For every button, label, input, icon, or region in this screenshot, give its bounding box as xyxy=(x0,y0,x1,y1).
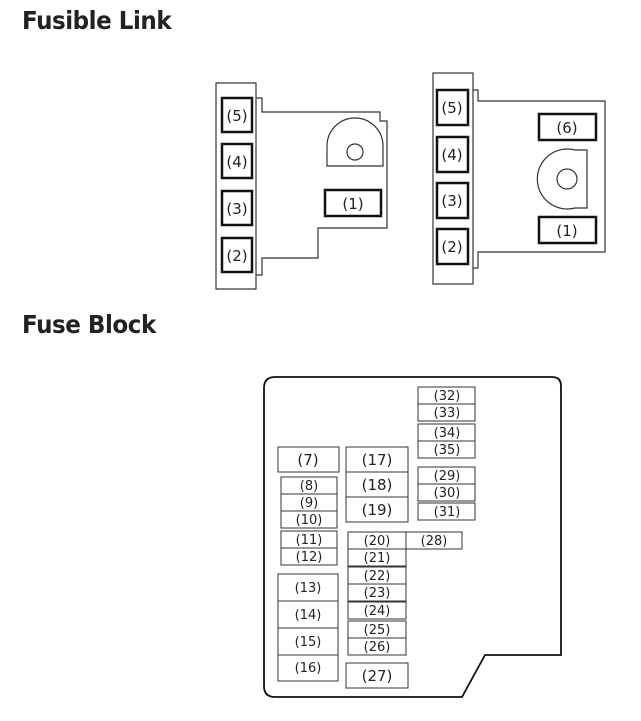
stud-hole-icon xyxy=(556,168,578,190)
slot-label: (10) xyxy=(296,513,323,528)
slot-label: (2) xyxy=(441,238,462,256)
fuse-slot xyxy=(435,88,470,127)
fuse-slot xyxy=(417,483,476,502)
slot-label: (1) xyxy=(556,222,577,240)
fuse-block-left-column xyxy=(277,446,340,682)
fuse-slot xyxy=(280,510,338,529)
terminal-edge xyxy=(575,149,588,209)
fuse-slot xyxy=(280,547,338,566)
fuse-slot xyxy=(435,135,470,174)
fusible-link-left-slots: (5) (4) (3) (2) (1) xyxy=(220,96,383,274)
slot-label: (34) xyxy=(434,426,461,441)
stud-hole-icon xyxy=(346,143,364,161)
fusible-link-body xyxy=(256,97,388,276)
fuse-slot xyxy=(435,181,470,220)
fuse-block-middle-labels: (17) (18) (19) (20) (21) (22) (23) (24) … xyxy=(362,451,448,685)
fuse-slot xyxy=(537,215,598,245)
slot-label: (1) xyxy=(342,195,363,213)
fuse-slot xyxy=(277,446,340,473)
slot-label: (25) xyxy=(364,623,391,638)
fuse-slot xyxy=(537,112,598,142)
fuse-slot xyxy=(417,502,476,521)
slot-label: (5) xyxy=(441,99,462,117)
slot-label: (9) xyxy=(300,496,318,511)
fusible-link-right-slots: (5) (4) (3) (2) (6) (1) xyxy=(435,88,598,266)
slot-label: (4) xyxy=(226,153,247,171)
fuse-block-top-right-labels: (32) (33) (34) (35) (29) (30) (31) xyxy=(434,389,461,520)
fuse-block-outline xyxy=(263,376,562,698)
fuse-slot xyxy=(405,531,463,550)
fuse-slot xyxy=(345,662,409,689)
fuse-slot xyxy=(347,583,407,602)
fuse-block-heading: Fuse Block xyxy=(22,310,156,339)
fuse-slot xyxy=(347,637,407,656)
slot-label: (3) xyxy=(226,200,247,218)
connector-strip xyxy=(215,82,257,290)
slot-label: (19) xyxy=(362,501,393,519)
fuse-block-left-labels: (7) (8) (9) (10) (11) (12) (13) (14) (15… xyxy=(295,451,323,676)
slot-label: (5) xyxy=(226,107,247,125)
fuse-slot xyxy=(345,446,409,473)
slot-label: (2) xyxy=(226,247,247,265)
slot-label: (24) xyxy=(364,604,391,619)
slot-label: (22) xyxy=(364,569,391,584)
slot-label: (4) xyxy=(441,146,462,164)
slot-label: (11) xyxy=(296,533,323,548)
terminal-tab xyxy=(536,148,576,210)
fuse-slot xyxy=(220,189,254,227)
fusible-link-heading: Fusible Link xyxy=(22,6,172,35)
slot-label: (6) xyxy=(556,119,577,137)
fuse-block-middle-column xyxy=(345,446,463,689)
fuse-slot xyxy=(345,496,409,523)
fuse-slot xyxy=(220,96,254,134)
slot-label: (15) xyxy=(295,635,322,650)
slot-label: (7) xyxy=(297,451,318,469)
fuse-slot xyxy=(277,573,339,602)
fuse-slot xyxy=(345,471,409,498)
slot-label: (14) xyxy=(295,608,322,623)
slot-label: (8) xyxy=(300,479,318,494)
slot-label: (3) xyxy=(441,192,462,210)
fusible-link-right xyxy=(432,72,606,285)
fusible-link-left xyxy=(215,82,388,290)
slot-label: (33) xyxy=(434,406,461,421)
slot-label: (18) xyxy=(362,476,393,494)
fuse-block-top-right xyxy=(417,386,476,521)
connector-strip xyxy=(432,72,474,285)
fuse-slot xyxy=(323,188,383,218)
fuse-slot xyxy=(220,236,254,274)
fuse-slot xyxy=(347,601,407,620)
slot-label: (35) xyxy=(434,443,461,458)
terminal-tab xyxy=(326,117,384,167)
slot-label: (26) xyxy=(364,640,391,655)
fuse-slot xyxy=(435,227,470,266)
slot-label: (21) xyxy=(364,551,391,566)
fuse-slot xyxy=(417,440,476,459)
slot-label: (20) xyxy=(364,534,391,549)
slot-label: (23) xyxy=(364,586,391,601)
fuse-slot xyxy=(277,627,339,656)
slot-label: (28) xyxy=(421,534,448,549)
slot-label: (17) xyxy=(362,451,393,469)
slot-label: (30) xyxy=(434,486,461,501)
fuse-slot xyxy=(347,548,407,567)
slot-label: (29) xyxy=(434,469,461,484)
fusible-link-body xyxy=(473,89,606,269)
slot-label: (27) xyxy=(362,667,393,685)
fuse-slot xyxy=(417,403,476,422)
slot-label: (13) xyxy=(295,581,322,596)
slot-label: (12) xyxy=(296,550,323,565)
fuse-slot xyxy=(277,600,339,629)
slot-label: (16) xyxy=(295,661,322,676)
slot-label: (31) xyxy=(434,505,461,520)
fuse-slot xyxy=(220,142,254,180)
fuse-slot xyxy=(277,654,339,682)
slot-label: (32) xyxy=(434,389,461,404)
